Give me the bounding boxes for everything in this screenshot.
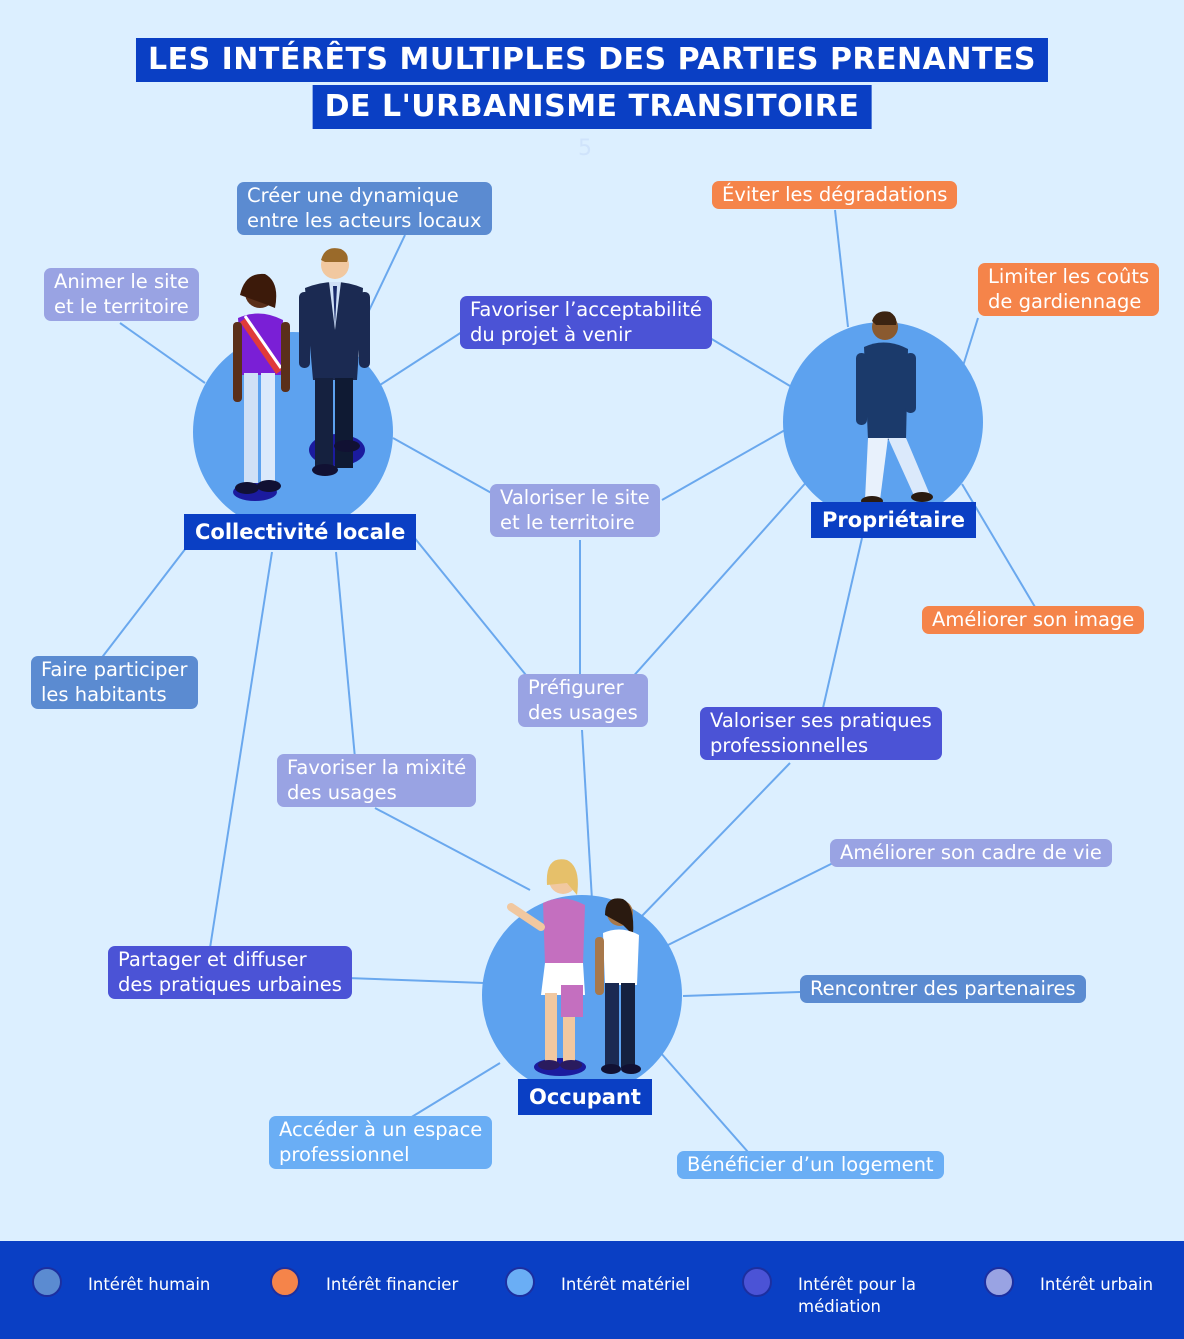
- legend-dot-financier: [270, 1267, 300, 1297]
- legend-item-mediation: Intérêt pour la médiation: [742, 1267, 916, 1318]
- interest-creer-dynamique: Créer une dynamique entre les acteurs lo…: [237, 182, 492, 235]
- interest-partager-diffuser: Partager et diffuser des pratiques urbai…: [108, 946, 352, 999]
- legend-label-humain: Intérêt humain: [88, 1275, 211, 1294]
- link-animer: [119, 322, 206, 384]
- link-mixite-c: [335, 551, 356, 759]
- link-acceptabilite: [379, 329, 466, 386]
- link-prefigurer-c: [399, 519, 531, 681]
- link-acceptabilite-p: [709, 337, 791, 387]
- legend-label-mediation: Intérêt pour la médiation: [798, 1275, 916, 1316]
- interest-beneficier-logement: Bénéficier d’un logement: [677, 1151, 944, 1179]
- occupant-figures-illustration: [507, 859, 641, 1076]
- interest-ameliorer-cadre: Améliorer son cadre de vie: [830, 839, 1112, 867]
- hub-label-proprietaire: Propriétaire: [811, 502, 977, 538]
- interest-favoriser-mixite: Favoriser la mixité des usages: [277, 754, 477, 807]
- link-valoriser-site-p: [661, 429, 786, 501]
- link-valoriser-site-c: [392, 437, 496, 496]
- link-mixite-o: [374, 807, 531, 891]
- legend-label-urbain: Intérêt urbain: [1040, 1275, 1154, 1294]
- legend-dot-humain: [32, 1267, 62, 1297]
- legend-bar: Intérêt humain Intérêt financier Intérêt…: [0, 1241, 1184, 1339]
- hub-label-collectivite: Collectivité locale: [184, 514, 417, 550]
- interest-animer-site: Animer le site et le territoire: [44, 268, 200, 321]
- title-line-1: LES INTÉRÊTS MULTIPLES DES PARTIES PRENA…: [135, 38, 1049, 82]
- interest-ameliorer-image: Améliorer son image: [922, 606, 1145, 634]
- legend-label-materiel: Intérêt matériel: [561, 1275, 691, 1294]
- interest-limiter-couts: Limiter les coûts de gardiennage: [978, 263, 1160, 316]
- legend-item-humain: Intérêt humain: [32, 1267, 210, 1297]
- link-partager-c: [209, 551, 273, 949]
- link-pratiques-o: [639, 762, 791, 919]
- page-number: 5: [578, 136, 592, 161]
- interest-favoriser-acceptabilite: Favoriser l’acceptabilité du projet à ve…: [460, 296, 712, 349]
- title-line-2: DE L'URBANISME TRANSITOIRE: [312, 85, 872, 129]
- link-rencontrer: [682, 991, 801, 997]
- legend-item-materiel: Intérêt matériel: [505, 1267, 690, 1297]
- link-cadre: [665, 861, 836, 947]
- legend-dot-urbain: [984, 1267, 1014, 1297]
- mayor-figures-illustration: [233, 248, 370, 501]
- link-logement: [659, 1051, 749, 1153]
- hub-label-occupant: Occupant: [518, 1079, 652, 1115]
- interest-valoriser-site: Valoriser le site et le territoire: [490, 484, 660, 537]
- link-faire-participer: [99, 547, 187, 661]
- link-prefigurer-o: [581, 729, 593, 901]
- legend-item-urbain: Intérêt urbain: [984, 1267, 1153, 1297]
- owner-figure-illustration: [856, 311, 933, 505]
- interest-rencontrer-partenaires: Rencontrer des partenaires: [800, 975, 1086, 1003]
- interest-eviter-degradations: Éviter les dégradations: [712, 181, 958, 209]
- legend-dot-materiel: [505, 1267, 535, 1297]
- legend-dot-mediation: [742, 1267, 772, 1297]
- link-acceder: [409, 1062, 501, 1119]
- link-pratiques-p: [822, 537, 863, 709]
- interest-valoriser-pratiques: Valoriser ses pratiques professionnelles: [700, 707, 942, 760]
- interest-prefigurer-usages: Préfigurer des usages: [518, 674, 648, 727]
- legend-item-financier: Intérêt financier: [270, 1267, 458, 1297]
- connector-lines: [99, 209, 1036, 1153]
- link-prefigurer-p: [629, 477, 811, 681]
- interest-faire-participer: Faire participer les habitants: [31, 656, 198, 709]
- link-limiter: [962, 317, 979, 367]
- link-eviter: [834, 209, 849, 328]
- link-partager-o: [346, 977, 485, 984]
- legend-label-financier: Intérêt financier: [326, 1275, 459, 1294]
- interest-acceder-espace: Accéder à un espace professionnel: [269, 1116, 493, 1169]
